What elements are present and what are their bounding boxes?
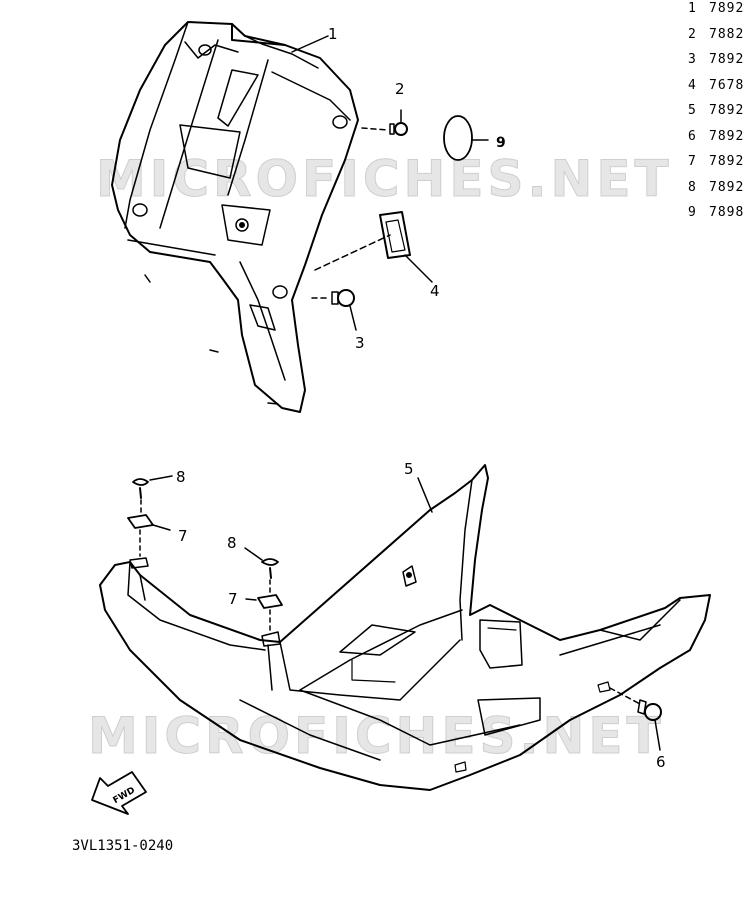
part-7-nut-middle bbox=[245, 594, 283, 633]
callout-1: 1 bbox=[328, 25, 338, 43]
part-1-leg-shield bbox=[111, 21, 359, 413]
watermark-top: MICROFICHES.NET bbox=[96, 150, 673, 209]
part-5-under-cover bbox=[99, 464, 711, 791]
callout-3: 3 bbox=[355, 334, 365, 352]
part-2-screw bbox=[361, 109, 408, 136]
part-8-screw-left bbox=[132, 475, 173, 513]
callout-4: 4 bbox=[430, 282, 440, 300]
part-6-screw bbox=[609, 687, 662, 751]
part-8-screw-middle bbox=[244, 547, 279, 593]
part-4-bracket bbox=[314, 211, 433, 283]
callout-7-middle: 7 bbox=[228, 590, 238, 608]
callout-2: 2 bbox=[395, 80, 405, 98]
part-3-screw bbox=[311, 289, 357, 331]
fwd-arrow-icon bbox=[91, 771, 147, 815]
watermark-bottom: MICROFICHES.NET bbox=[88, 707, 665, 766]
callout-6: 6 bbox=[656, 753, 666, 771]
callout-8-left: 8 bbox=[176, 468, 186, 486]
part-9-cap bbox=[443, 115, 489, 161]
callout-5: 5 bbox=[404, 460, 414, 478]
callout-8-middle: 8 bbox=[227, 534, 237, 552]
diagram-code: 3VL1351-0240 bbox=[72, 838, 174, 854]
fwd-label: FWD bbox=[112, 786, 137, 806]
callout-9: 9 bbox=[496, 135, 506, 151]
callout-7-left: 7 bbox=[178, 527, 188, 545]
part-7-nut-left bbox=[127, 514, 171, 557]
